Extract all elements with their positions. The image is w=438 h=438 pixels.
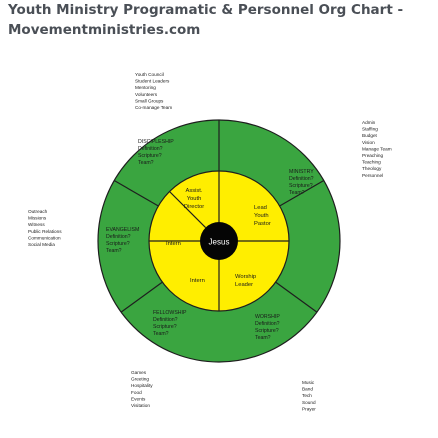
outer-label-evangelism-line: Team? xyxy=(106,248,122,254)
outer-label-ministry-line: Scripture? xyxy=(289,183,313,189)
side-list-bottom-right-line: Sound xyxy=(302,400,316,405)
diagram-shapes xyxy=(97,119,341,363)
side-list-bottom-left-line: Hospitality xyxy=(131,383,153,388)
side-list-left-line: Communication xyxy=(28,235,61,240)
side-list-top-line: Mentoring xyxy=(135,85,156,90)
side-list-bottom-left-line: Events xyxy=(131,396,146,401)
inner-label-assist-director-line: Youth xyxy=(187,196,202,202)
outer-label-evangelism-line: EVANGELISM xyxy=(106,227,139,233)
outer-label-discipleship-line: DISCIPLESHIP xyxy=(138,139,174,145)
outer-label-ministry-line: Definition? xyxy=(289,176,314,182)
outer-label-evangelism-line: Scripture? xyxy=(106,241,130,247)
side-list-top-line: Co-manage Team xyxy=(135,105,172,110)
outer-divider-line xyxy=(275,281,318,313)
side-list-bottom-left-line: Food xyxy=(131,390,142,395)
side-list-right-line: Manage Team xyxy=(362,146,392,151)
outer-label-ministry-line: MINISTRY xyxy=(289,169,314,175)
outer-label-discipleship-line: Team? xyxy=(138,160,154,166)
inner-label-intern-left-line: Intern xyxy=(166,241,181,247)
side-list-right-line: Admin xyxy=(362,120,376,125)
inner-label-intern-bottom-line: Intern xyxy=(190,278,205,284)
side-list-left-line: Missions xyxy=(28,216,47,221)
outer-label-discipleship-line: Scripture? xyxy=(138,153,162,159)
side-list-right-line: Vision xyxy=(362,140,375,145)
inner-label-assist-director-line: Director xyxy=(184,204,204,210)
side-list-right-line: Teaching xyxy=(362,160,381,165)
side-list-right-line: Personnel xyxy=(362,173,383,178)
side-list-top-line: Student Leaders xyxy=(135,79,170,84)
side-list-bottom-left-line: Greeting xyxy=(131,377,149,382)
center-label-line: Jesus xyxy=(209,238,230,247)
outer-label-fellowship-line: Team? xyxy=(153,331,169,337)
side-list-bottom-right-line: Prayer xyxy=(302,406,316,411)
page-title: Youth Ministry Programatic & Personnel O… xyxy=(8,0,428,40)
side-list-top-line: Small Groups xyxy=(135,98,164,103)
inner-label-worship-leader-line: Worship xyxy=(235,274,256,280)
side-list-top-line: Volunteers xyxy=(135,92,158,97)
outer-divider-line xyxy=(279,179,325,207)
side-list-right-line: Budget xyxy=(362,133,378,138)
side-list-bottom-left-line: Visitation xyxy=(131,403,150,408)
inner-divider-line xyxy=(169,191,206,228)
outer-label-fellowship-line: FELLOWSHIP xyxy=(153,310,187,316)
outer-label-ministry-line: Team? xyxy=(289,190,305,196)
outer-divider-line xyxy=(120,281,163,313)
inner-label-lead-pastor-line: Pastor xyxy=(254,221,271,227)
title-line-2: Movementministries.com xyxy=(8,22,201,38)
inner-label-intern-bottom: Intern xyxy=(190,278,205,284)
side-list-bottom-right-line: Music xyxy=(302,380,315,385)
outer-label-worship-line: WORSHIP xyxy=(255,314,280,320)
inner-label-lead-pastor-line: Lead xyxy=(254,205,267,211)
outer-label-fellowship-line: Definition? xyxy=(153,317,178,323)
outer-label-fellowship-line: Scripture? xyxy=(153,324,177,330)
inner-label-assist-director-line: Assist. xyxy=(185,188,202,194)
side-list-right-line: Staffing xyxy=(362,127,378,132)
side-list-left-line: Public Relations xyxy=(28,229,62,234)
center-label: Jesus xyxy=(209,238,230,247)
side-list-left-line: Social Media xyxy=(28,242,55,247)
inner-label-intern-left: Intern xyxy=(166,241,181,247)
side-list-bottom-right-line: Band xyxy=(302,387,313,392)
outer-label-worship-line: Scripture? xyxy=(255,328,279,334)
outer-label-evangelism-line: Definition? xyxy=(106,234,131,240)
center-circle xyxy=(200,222,238,260)
outer-divider-line xyxy=(113,179,159,207)
inner-label-lead-pastor-line: Youth xyxy=(254,213,269,219)
side-list-bottom-right-line: Tech xyxy=(302,393,312,398)
outer-label-worship-line: Definition? xyxy=(255,321,280,327)
side-list-left-line: Witness xyxy=(28,222,45,227)
side-list-top-line: Youth Council xyxy=(135,72,164,77)
side-list-right-line: Theology xyxy=(362,166,382,171)
title-line-1: Youth Ministry Programatic & Personnel O… xyxy=(8,2,404,18)
side-list-right-line: Preaching xyxy=(362,153,384,158)
outer-label-discipleship-line: Definition? xyxy=(138,146,163,152)
outer-label-worship-line: Team? xyxy=(255,335,271,341)
side-list-bottom-left-line: Games xyxy=(131,370,147,375)
side-list-left-line: Outreach xyxy=(28,209,48,214)
inner-label-worship-leader-line: Leader xyxy=(235,282,253,288)
